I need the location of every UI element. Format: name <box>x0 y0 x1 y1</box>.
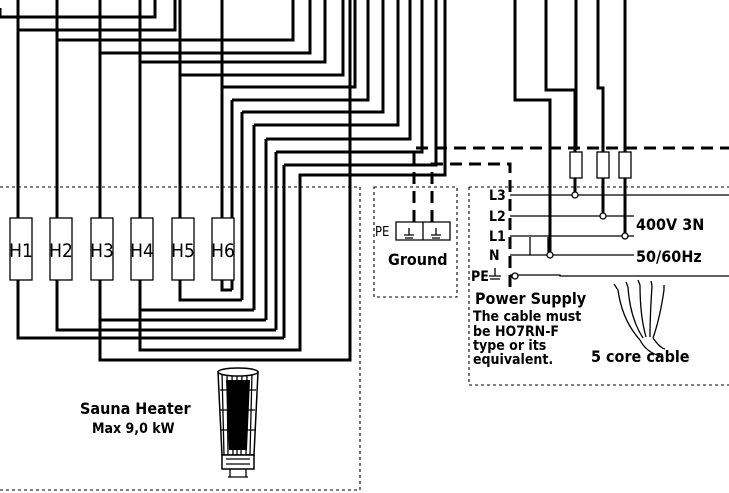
junction-dots <box>511 191 629 280</box>
cable-icon <box>613 279 666 357</box>
heater-title: Sauna Heater <box>80 399 191 418</box>
heater-rating: Max 9,0 kW <box>92 421 175 437</box>
svg-text:type or its: type or its <box>473 338 546 354</box>
svg-text:equivalent.: equivalent. <box>473 352 553 368</box>
ground-dashed-lead-1 <box>412 146 729 222</box>
terminal-l1: L1 <box>489 229 506 245</box>
label-h6: H6 <box>211 240 235 262</box>
label-h5: H5 <box>171 240 195 262</box>
heater-element-boxes <box>9 217 235 281</box>
heater-element-labels: H1 H2 H3 H4 H5 H6 <box>9 240 235 262</box>
label-h3: H3 <box>90 240 114 262</box>
cable-label: 5 core cable <box>591 347 690 366</box>
heater-element-h1 <box>9 217 33 281</box>
heater-element-h4 <box>130 217 154 281</box>
terminal-pe: PE <box>471 269 489 285</box>
heater-element-h6 <box>211 217 235 281</box>
label-h2: H2 <box>49 240 73 262</box>
ground-pe-label: PE <box>375 225 389 240</box>
supply-box <box>468 186 729 386</box>
heater-element-h2 <box>49 217 73 281</box>
label-h4: H4 <box>130 240 154 262</box>
ground-box <box>373 186 458 298</box>
terminal-n: N <box>489 248 500 264</box>
heater-element-h3 <box>90 217 114 281</box>
ground-terminal <box>395 221 451 241</box>
heater-element-h5 <box>171 217 195 281</box>
sauna-heater-icon <box>217 367 259 478</box>
terminal-l3: L3 <box>489 188 506 204</box>
label-h1: H1 <box>9 240 33 262</box>
fuses <box>569 151 632 179</box>
supply-frequency: 50/60Hz <box>636 247 702 266</box>
svg-text:be HO7RN-F: be HO7RN-F <box>473 324 559 340</box>
supply-voltage: 400V 3N <box>636 215 704 234</box>
heater-wires <box>0 0 447 362</box>
ground-label: Ground <box>388 250 448 269</box>
ground-dashed-lead-2 <box>430 162 512 294</box>
supply-title: Power Supply <box>475 289 587 308</box>
svg-text:The cable must: The cable must <box>473 309 581 325</box>
pe-earth-symbol <box>489 268 501 280</box>
cable-note: The cable must be HO7RN-F type or its eq… <box>473 309 581 368</box>
supply-wires <box>513 0 627 255</box>
terminal-l2: L2 <box>489 209 506 225</box>
